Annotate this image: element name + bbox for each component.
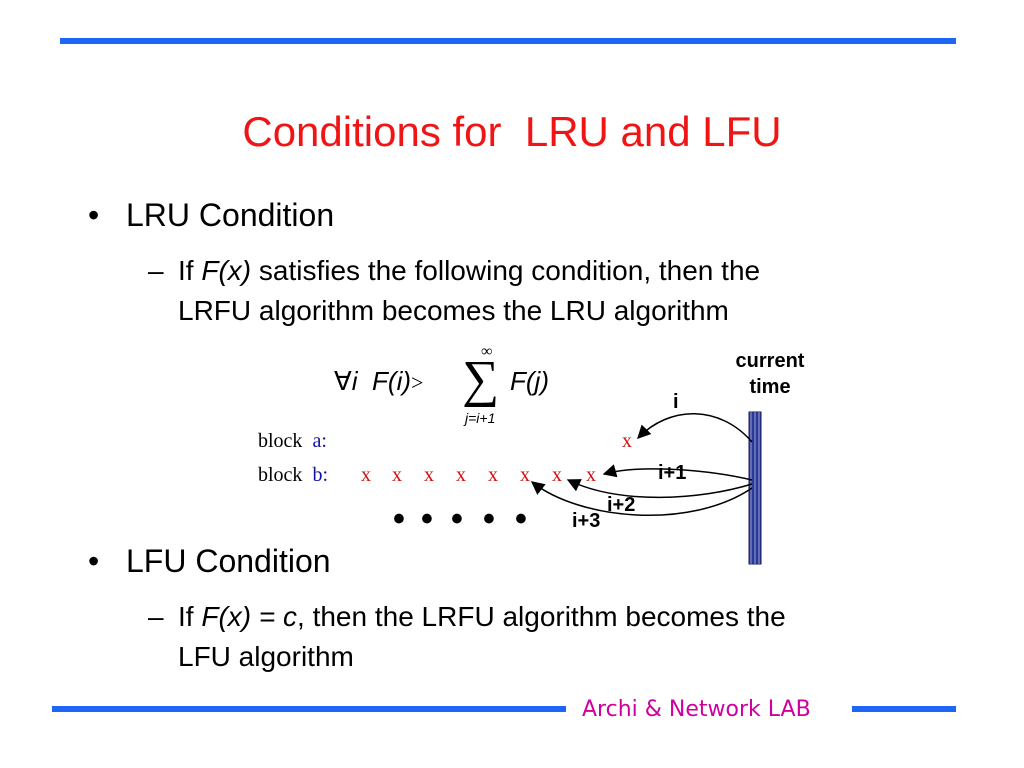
- lfu-sub-line-2: LFU algorithm: [178, 641, 354, 672]
- bottom-rule-left: [52, 706, 566, 712]
- lru-sub-line-1: If F(x) satisfies the following conditio…: [178, 252, 760, 290]
- block-colon: :: [321, 430, 327, 452]
- current-time-label: current time: [718, 348, 822, 400]
- text-rest: satisfies the following condition, then …: [251, 255, 761, 286]
- formula-op: >: [411, 370, 424, 395]
- ellipsis-dot: •: [515, 500, 527, 538]
- bullet-dot: •: [88, 543, 100, 579]
- bullet-lru-condition: LRU Condition: [126, 197, 335, 233]
- formula-left: ∀i F(i)>: [334, 366, 423, 397]
- block-a-mark: x: [622, 430, 632, 452]
- sum-lower: j=i+1: [465, 410, 496, 426]
- block-b-mark: x: [456, 464, 466, 486]
- arrow-i-plus-2: [566, 479, 753, 499]
- text-rest: , then the LRFU algorithm becomes the: [297, 601, 786, 632]
- block-b-mark: x: [586, 464, 596, 486]
- ellipsis-dot: •: [421, 500, 433, 538]
- arrow-i-plus-1: [602, 464, 753, 481]
- block-b-label: block b:: [258, 464, 328, 487]
- sum-upper: ∞: [481, 343, 493, 360]
- bullet-dot: •: [88, 197, 100, 233]
- block-colon: :: [322, 464, 328, 486]
- bottom-rule-right: [852, 706, 956, 712]
- block-b-mark: x: [552, 464, 562, 486]
- current-word: current: [735, 350, 805, 372]
- arrow-label-i-plus-2: i+2: [607, 494, 636, 516]
- ellipsis-dot: •: [451, 500, 463, 538]
- formula-rhs: F(j): [510, 366, 549, 396]
- fx-term: F(x): [201, 255, 252, 286]
- text-if: If: [178, 601, 202, 632]
- block-b-mark: x: [361, 464, 371, 486]
- ellipsis-dot: •: [483, 500, 495, 538]
- arrow-i: [637, 413, 753, 443]
- block-a-label: block a:: [258, 430, 327, 453]
- arrow-label-i-plus-1: i+1: [658, 462, 687, 484]
- lru-sub-line-2: LRFU algorithm becomes the LRU algorithm: [178, 295, 729, 326]
- block-b-mark: x: [488, 464, 498, 486]
- lfu-sub-line-1: If F(x) = c, then the LRFU algorithm bec…: [178, 598, 786, 636]
- block-word: block: [258, 464, 303, 486]
- block-b-mark: x: [520, 464, 530, 486]
- sum-symbol: ∑: [462, 351, 500, 408]
- block-b-name: b: [312, 464, 323, 486]
- footer-lab-name: Archi & Network LAB: [582, 697, 811, 722]
- sub-dash: –: [148, 601, 164, 632]
- block-a-name: a: [312, 430, 322, 452]
- ellipsis-dot: •: [393, 500, 405, 538]
- arrow-label-i: i: [673, 391, 679, 413]
- time-word: time: [749, 376, 791, 398]
- sub-dash: –: [148, 255, 164, 286]
- block-b-mark: x: [424, 464, 434, 486]
- bullet-lfu-condition: LFU Condition: [126, 543, 331, 579]
- slide-title: Conditions for LRU and LFU: [242, 108, 782, 155]
- formula-lhs: F(i): [372, 366, 412, 396]
- arrow-label-i-plus-3: i+3: [572, 510, 601, 532]
- top-rule: [60, 38, 956, 44]
- block-word: block: [258, 430, 303, 452]
- fx-equals-c: F(x) = c: [201, 601, 298, 632]
- formula-var: i: [351, 366, 358, 396]
- arrow-i-plus-3: [530, 481, 753, 517]
- text-if: If: [178, 255, 202, 286]
- forall-symbol: ∀: [334, 367, 352, 396]
- block-b-mark: x: [392, 464, 402, 486]
